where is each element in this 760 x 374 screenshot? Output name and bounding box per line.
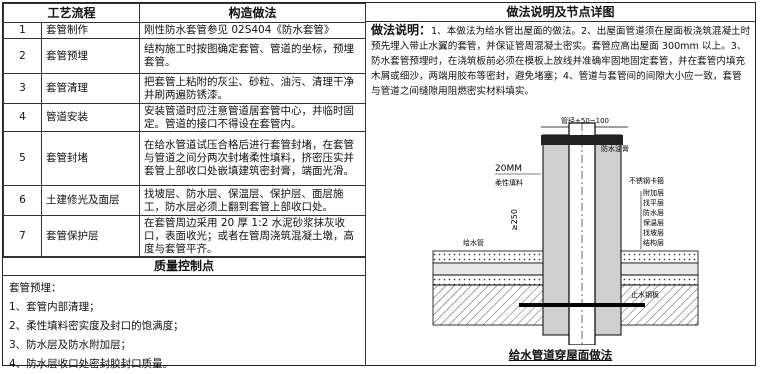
legend-item: 找坡层 <box>643 228 664 237</box>
sealant-cap <box>541 135 623 145</box>
waterstop-plate <box>519 303 645 307</box>
legend-item: 结构层 <box>643 238 664 247</box>
row-description: 结构施工时按图确定套管、管道的坐标，预埋套管。 <box>139 38 367 74</box>
quality-list: 套管预埋： 1、套管内部清理； 2、柔性填料密实度及封口的饱满度； 3、防水层及… <box>9 279 359 374</box>
quality-line: 2、柔性填料密实度及封口的饱满度； <box>9 320 184 332</box>
legend-item: 防水层 <box>643 208 664 217</box>
row-step: 管道安装 <box>40 103 141 132</box>
method-lead: 做法说明： <box>371 23 432 37</box>
column-divider <box>365 3 366 365</box>
row-number: 1 <box>3 22 42 39</box>
method-notes: 做法说明：1、本做法为给水管出屋面的做法。2、出屋面管道须在屋面板浇筑混凝土时预… <box>371 23 751 99</box>
row-number: 5 <box>3 131 42 186</box>
row-description: 安装管道时应注意管道居套管中心，并临时固定。管道的接口不得设在套管内。 <box>139 103 367 132</box>
row-description: 在套管周边采用 20 厚 1:2 水泥砂浆抹灰收口，表面收光；或者在管周浇筑混凝… <box>139 215 367 257</box>
thickness-label: 20MM <box>495 164 522 174</box>
row-description: 把套管上粘附的灰尘、砂粒、油污、清理干净并刷两遍防锈漆。 <box>139 73 367 104</box>
row-number: 4 <box>3 103 42 132</box>
table-row: 2 套管预埋 结构施工时按图确定套管、管道的坐标，预埋套管。 <box>3 38 367 74</box>
height-dimension-label: ≥250 <box>510 209 519 231</box>
clamp-label: 不锈钢卡箍 <box>629 176 664 185</box>
steel-plate-label: 止水钢板 <box>631 290 659 299</box>
row-step: 套管预埋 <box>40 38 141 74</box>
pipe-label: 给水管 <box>463 238 484 247</box>
header-process: 工艺流程 <box>2 3 141 23</box>
row-step: 土建修光及面层 <box>40 185 141 216</box>
table-row: 6 土建修光及面层 找坡层、防水层、保温层、保护层、面层施工，防水层必须上翻到套… <box>3 185 367 216</box>
row-step: 套管清理 <box>40 73 141 104</box>
bead-label: 防水油膏 <box>601 144 629 153</box>
table-row: 4 管道安装 安装管道时应注意管道居套管中心，并临时固定。管道的接口不得设在套管… <box>3 103 367 132</box>
sleeve-left-wall <box>542 134 570 336</box>
table-row: 3 套管清理 把套管上粘附的灰尘、砂粒、油污、清理干净并刷两遍防锈漆。 <box>3 73 367 104</box>
table-header-row: 工艺流程 构造做法 <box>2 3 367 23</box>
quality-title: 质量控制点 <box>3 257 365 276</box>
table-row: 1 套管制作 刚性防水套管参见 02S404《防水套管》 <box>3 22 367 39</box>
top-dimension-label: 管径+50~100 <box>561 116 609 125</box>
row-description: 在给水管道试压合格后进行套管封堵，在套管与管道之间分两次封堵柔性填料，挤密压实并… <box>139 131 367 186</box>
legend-item: 找平层 <box>643 198 664 207</box>
row-description: 找坡层、防水层、保温层、保护层、面层施工，防水层必须上翻到套管上部收口处。 <box>139 185 367 216</box>
pipe-detail-drawing: 管径+50~100 20MM 柔性填料 ≥250 给水管 防水油膏 不锈钢卡箍 … <box>432 116 699 345</box>
legend-item: 附加层 <box>643 188 664 197</box>
row-number: 6 <box>3 185 42 216</box>
quality-line: 套管预埋： <box>9 282 62 294</box>
document-sheet: 工艺流程 构造做法 1 套管制作 刚性防水套管参见 02S404《防水套管》 2… <box>2 2 756 370</box>
process-table: 工艺流程 构造做法 1 套管制作 刚性防水套管参见 02S404《防水套管》 2… <box>2 3 367 257</box>
drawing-caption: 给水管道穿屋面做法 <box>508 348 613 362</box>
row-number: 3 <box>3 73 42 104</box>
detail-title: 做法说明及节点详图 <box>366 3 755 22</box>
row-number: 7 <box>3 215 42 257</box>
legend-item: 保温层 <box>643 218 664 227</box>
quality-line: 3、防水层及防水附加层； <box>9 339 132 351</box>
row-step: 套管制作 <box>40 22 141 39</box>
header-method: 构造做法 <box>139 3 367 23</box>
table-row: 7 套管保护层 在套管周边采用 20 厚 1:2 水泥砂浆抹灰收口，表面收光；或… <box>3 215 367 257</box>
table-row: 5 套管封堵 在给水管道试压合格后进行套管封堵，在套管与管道之间分两次封堵柔性填… <box>3 131 367 186</box>
layer-legend: 附加层 找平层 防水层 保温层 找坡层 结构层 <box>643 188 664 247</box>
sleeve-right-wall <box>594 134 622 336</box>
row-number: 2 <box>3 38 42 74</box>
quality-line: 4、防水层收口处密封胶封口质量。 <box>9 358 174 370</box>
quality-line: 1、套管内部清理； <box>9 301 100 313</box>
method-text: 1、本做法为给水管出屋面的做法。2、出屋面管道须在屋面板浇筑混凝土时预先埋入带止… <box>371 26 751 97</box>
row-description: 刚性防水套管参见 02S404《防水套管》 <box>139 22 367 39</box>
row-step: 套管封堵 <box>40 131 141 186</box>
flexible-fill-label: 柔性填料 <box>495 178 523 187</box>
row-step: 套管保护层 <box>40 215 141 257</box>
